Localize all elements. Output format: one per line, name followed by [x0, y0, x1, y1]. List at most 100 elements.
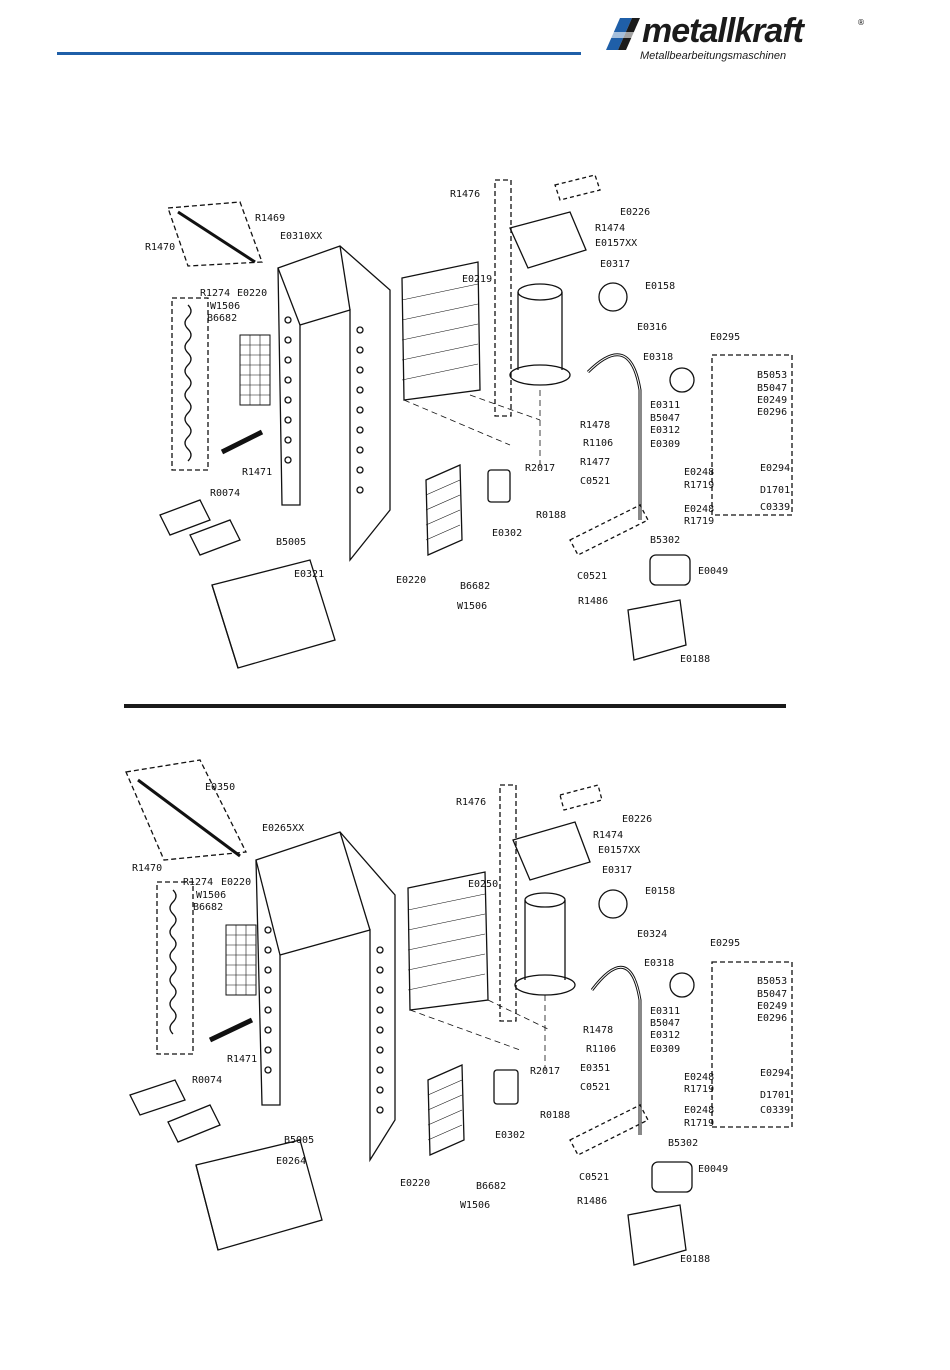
part-label: E0316: [637, 322, 667, 333]
part-label: B5047: [650, 1018, 680, 1029]
part-label: E0294: [760, 463, 790, 474]
part-label: R2017: [530, 1066, 560, 1077]
part-label: E0312: [650, 1030, 680, 1041]
part-label: R1471: [227, 1054, 257, 1065]
part-label: C0521: [577, 571, 607, 582]
part-label: C0521: [579, 1172, 609, 1183]
brand-logo: metallkraft ® Metallbearbeitungsmaschine…: [602, 12, 872, 68]
part-label: B5302: [650, 535, 680, 546]
part-label: R0188: [540, 1110, 570, 1121]
part-label: E0249: [757, 395, 787, 406]
part-label: C0521: [580, 1082, 610, 1093]
part-label: R1274: [183, 877, 213, 888]
part-label: R1470: [132, 863, 162, 874]
part-label: B5053: [757, 370, 787, 381]
part-label: E0311: [650, 400, 680, 411]
header-rule: [57, 52, 581, 55]
part-label: E0318: [643, 352, 673, 363]
part-label: R0188: [536, 510, 566, 521]
part-label: R1469: [255, 213, 285, 224]
part-label: E0250: [468, 879, 498, 890]
section-divider: [124, 704, 786, 708]
part-label: E0220: [221, 877, 251, 888]
part-label: E0302: [495, 1130, 525, 1141]
part-label: E0309: [650, 1044, 680, 1055]
part-label: R1274: [200, 288, 230, 299]
part-label: R1486: [577, 1196, 607, 1207]
part-label: W1506: [210, 301, 240, 312]
part-label: B5047: [757, 989, 787, 1000]
part-label: E0317: [602, 865, 632, 876]
part-label: E0265XX: [262, 823, 304, 834]
part-label: E0220: [400, 1178, 430, 1189]
part-label: R1476: [450, 189, 480, 200]
exploded-diagram-top: R1469 R1470 E0310XX E0219 R1476 E0226 R1…: [145, 174, 793, 669]
brand-name: metallkraft: [642, 12, 804, 50]
brand-tagline: Metallbearbeitungsmaschinen: [640, 50, 787, 62]
part-label: D1701: [760, 1090, 790, 1101]
part-label: E0248: [684, 1105, 714, 1116]
part-label: R1478: [583, 1025, 613, 1036]
part-label: E0248: [684, 504, 714, 515]
part-label: R1719: [684, 1084, 714, 1095]
part-label: E0248: [684, 467, 714, 478]
part-label: E0220: [396, 575, 426, 586]
part-label: B5047: [650, 413, 680, 424]
part-label: B5005: [276, 537, 306, 548]
part-label: R1106: [583, 438, 613, 449]
part-label: E0158: [645, 281, 675, 292]
part-label: W1506: [196, 890, 226, 901]
part-label: E0302: [492, 528, 522, 539]
part-label: R1477: [580, 457, 610, 468]
part-label: B6682: [476, 1181, 506, 1192]
brand-registered: ®: [857, 18, 865, 27]
part-label: E0351: [580, 1063, 610, 1074]
part-label: E0157XX: [598, 845, 640, 856]
part-label: C0521: [580, 476, 610, 487]
part-label: C0339: [760, 1105, 790, 1116]
part-label: R1719: [684, 1118, 714, 1129]
part-label: E0249: [757, 1001, 787, 1012]
part-label: E0264: [276, 1156, 306, 1167]
part-label: E0310XX: [280, 231, 322, 242]
part-label: C0339: [760, 502, 790, 513]
part-label: E0049: [698, 566, 728, 577]
part-label: R1478: [580, 420, 610, 431]
part-label: E0220: [237, 288, 267, 299]
part-label: E0296: [757, 1013, 787, 1024]
part-label: R2017: [525, 463, 555, 474]
exploded-diagram-bottom: E0350 R1470 E0265XX R1476 E0226 R1474 E0…: [125, 759, 793, 1266]
part-label: E0296: [757, 407, 787, 418]
part-label: E0049: [698, 1164, 728, 1175]
part-label: R1106: [586, 1044, 616, 1055]
part-label: R1471: [242, 467, 272, 478]
part-label: E0188: [680, 1254, 710, 1265]
part-label: E0295: [710, 332, 740, 343]
part-label: B5047: [757, 383, 787, 394]
part-label: B5053: [757, 976, 787, 987]
part-label: B6682: [193, 902, 223, 913]
part-label: R1719: [684, 480, 714, 491]
part-label: R1719: [684, 516, 714, 527]
part-label: R0074: [192, 1075, 222, 1086]
part-label: E0324: [637, 929, 667, 940]
part-label: E0318: [644, 958, 674, 969]
part-label: B5005: [284, 1135, 314, 1146]
part-label: B5302: [668, 1138, 698, 1149]
part-label: B6682: [460, 581, 490, 592]
part-label: E0158: [645, 886, 675, 897]
part-label: E0188: [680, 654, 710, 665]
part-label: W1506: [460, 1200, 490, 1211]
part-label: E0226: [622, 814, 652, 825]
part-label: E0248: [684, 1072, 714, 1083]
part-label: D1701: [760, 485, 790, 496]
part-label: W1506: [457, 601, 487, 612]
part-label: R1474: [595, 223, 625, 234]
part-label: E0312: [650, 425, 680, 436]
part-label: R1486: [578, 596, 608, 607]
part-label: E0219: [462, 274, 492, 285]
part-label: E0317: [600, 259, 630, 270]
part-label: E0309: [650, 439, 680, 450]
part-label: R1470: [145, 242, 175, 253]
part-label: E0350: [205, 782, 235, 793]
